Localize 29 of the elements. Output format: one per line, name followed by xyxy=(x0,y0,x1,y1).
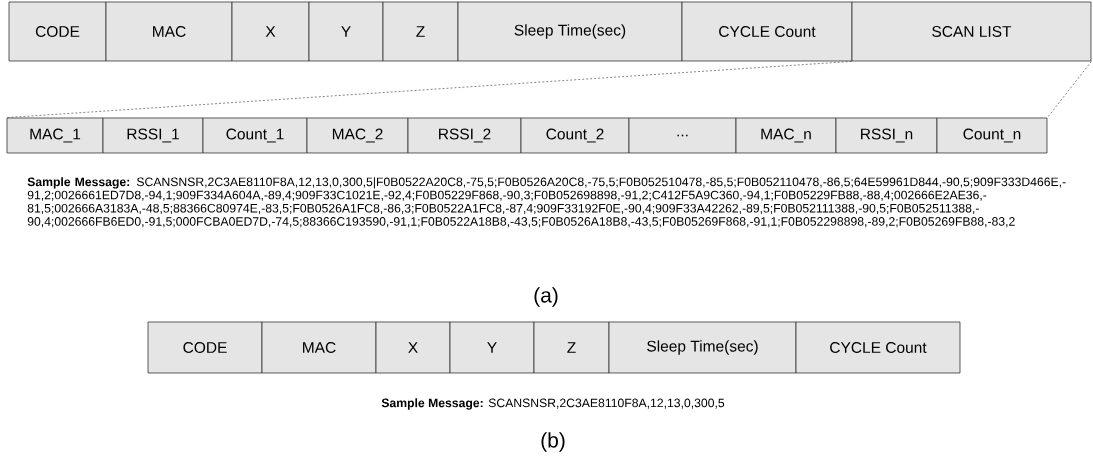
field-cell: Z xyxy=(382,1,459,62)
sample-message: Sample Message: SCANSNSR,2C3AE8110F8A,12,13,0,300,5|F0B0522A20C8,-75,5;F0B0526A20C8,-75,5;F0B052510478,-85,5;F0B052110478,-86,5;64E59961D844,-90,5;909F333D466E,-91,2;0026661ED7D8,-94,1;909F334A604A,-89,4;909F33C1021E,-92,4;F0B05229F868,-90,3;F0B052698898,-91,2;C412F5A9C360,-94,1;F0B05229FB88,-88,4;002666E2AE36,-81,5;002666A3183A,-48,5;88366C80974E,-83,5;F0B0526A1FC8,-86,3;F0B0522A1FC8,-87,4;909F33192F0E,-90,4;909F33A42262,-89,5;F0B052111388,-90,5;F0B052511388,-90,4;002666FB6ED0,-91,5;000FCBA0ED7D,-74,5;88366C193590,-91,1;F0B0522A18B8,-43,5;F0B0526A18B8,-43,5;F0B05269F868,-91,1;F0B052298898,-89,2;F0B05269FB88,-83,2 xyxy=(27,177,1066,228)
zoom-line xyxy=(6,61,852,118)
field-cell: RSSI_2 xyxy=(407,117,522,154)
field-cell: MAC_2 xyxy=(306,117,409,154)
sample-message: Sample Message: SCANSNSR,2C3AE8110F8A,12,13,0,300,5 xyxy=(381,398,725,410)
field-cell: MAC xyxy=(105,1,233,62)
field-cell: CODE xyxy=(8,1,107,62)
field-cell: Y xyxy=(449,321,535,374)
field-cell: RSSI_1 xyxy=(102,117,204,154)
field-cell: X xyxy=(375,321,451,374)
field-cell: Count_n xyxy=(936,117,1048,154)
field-cell: Count_2 xyxy=(520,117,630,154)
field-cell: MAC_1 xyxy=(6,117,104,154)
field-cell: CYCLE Count xyxy=(681,1,853,62)
field-cell: CODE xyxy=(147,321,263,374)
field-cell: Y xyxy=(308,1,384,62)
field-cell: X xyxy=(231,1,310,62)
field-cell: MAC xyxy=(261,321,377,374)
zoom-line xyxy=(1047,61,1092,118)
field-cell: SCAN LIST xyxy=(851,1,1092,62)
field-cell: RSSI_n xyxy=(835,117,938,154)
field-cell: CYCLE Count xyxy=(795,321,961,374)
subfigure-label: (b) xyxy=(541,432,565,452)
field-cell: Z xyxy=(533,321,610,374)
subfigure-label: (a) xyxy=(534,287,558,307)
field-cell: MAC_n xyxy=(735,117,837,154)
field-cell: ... xyxy=(628,117,737,154)
field-cell: Count_1 xyxy=(202,117,308,154)
